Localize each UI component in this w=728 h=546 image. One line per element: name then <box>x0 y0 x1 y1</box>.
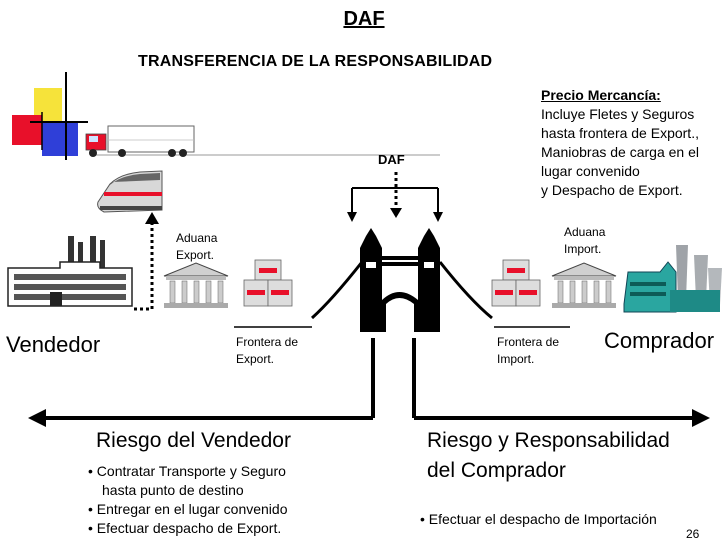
price-line: hasta frontera de Export., <box>541 125 699 141</box>
price-heading: Precio Mercancía: <box>541 87 661 103</box>
buyer-risk-heading: Riesgo y Responsabilidad del Comprador <box>427 429 670 482</box>
crates-icon <box>491 259 541 307</box>
buyer-label: Comprador <box>604 328 715 353</box>
factory-icon <box>7 236 133 307</box>
page-subtitle: TRANSFERENCIA DE LA RESPONSABILIDAD <box>138 53 493 70</box>
price-line: Maniobras de carga en el <box>541 144 699 160</box>
list-item: • Entregar en el lugar convenido <box>88 501 288 517</box>
seller-label: Vendedor <box>6 332 101 357</box>
bridge-icon <box>310 228 493 332</box>
daf-label: DAF <box>378 152 405 167</box>
import-border-label: Frontera de Import. <box>497 335 560 366</box>
seller-risk-arrow-icon <box>28 338 375 427</box>
slide-number: 26 <box>686 527 700 541</box>
list-item: • Efectuar el despacho de Importación <box>420 511 657 527</box>
price-line: y Despacho de Export. <box>541 182 683 198</box>
mondrian-blocks-icon <box>12 72 88 160</box>
list-item: hasta punto de destino <box>102 482 244 498</box>
dotted-arrow-icon <box>134 212 159 311</box>
customs-building-icon <box>163 262 229 308</box>
buyer-risk-list: • Efectuar el despacho de Importación <box>420 510 657 529</box>
truck-icon <box>85 125 440 157</box>
daf-bracket-icon <box>347 172 443 222</box>
customs-building-icon <box>551 262 617 308</box>
export-border-label: Frontera de Export. <box>236 335 299 366</box>
export-customs-label: Aduana Export. <box>176 231 218 262</box>
crates-icon <box>243 259 293 307</box>
seller-risk-list: • Contratar Transporte y Seguro hasta pu… <box>88 462 287 538</box>
price-info: Precio Mercancía: Incluye Fletes y Segur… <box>541 86 728 200</box>
plant-icon <box>623 245 722 313</box>
price-line: Incluye Fletes y Seguros <box>541 106 695 122</box>
import-customs-label: Aduana Import. <box>564 225 606 256</box>
seller-risk-heading: Riesgo del Vendedor <box>96 429 291 452</box>
price-line: lugar convenido <box>541 163 640 179</box>
list-item: • Contratar Transporte y Seguro <box>88 463 286 479</box>
list-item: • Efectuar despacho de Export. <box>88 520 282 536</box>
train-icon <box>97 170 163 213</box>
page-title: DAF <box>343 8 385 30</box>
buyer-risk-arrow-icon <box>412 338 710 427</box>
